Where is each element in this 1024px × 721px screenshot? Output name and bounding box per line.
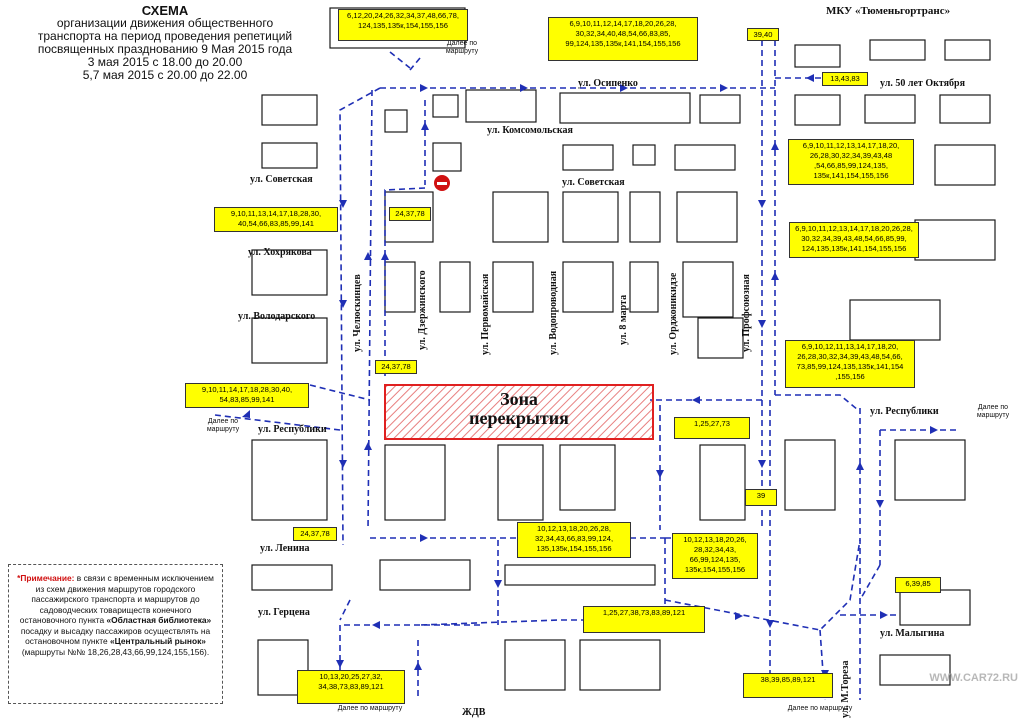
- street-label-chelyuskintsev: ул. Челюскинцев: [352, 274, 363, 352]
- zone-line2: перекрытия: [469, 408, 569, 428]
- street-label-osipenko: ул. Осипенко: [578, 78, 638, 89]
- route-box: 6,9,10,11,12,13,14,17,18,20,26,28, 30,32…: [789, 222, 919, 258]
- street-label-vodoprovodnaya: ул. Водопроводная: [548, 270, 559, 355]
- route-box: 6,39,85: [895, 577, 941, 593]
- route-box: 6,9,10,11,12,14,17,18,20,26,28, 30,32,34…: [548, 17, 698, 61]
- route-box: 39: [745, 489, 777, 506]
- title-line: посвященных празднованию 9 Мая 2015 года: [37, 42, 293, 56]
- route-box: 24,37,78: [293, 527, 337, 541]
- street-label-profsoyuznaya: ул. Профсоюзная: [741, 274, 752, 352]
- street-label-sovetskaya-mid: ул. Советская: [562, 177, 625, 188]
- street-label-khokhryakova: ул. Хохрякова: [248, 247, 312, 258]
- map-title: СХЕМА организации движения общественного…: [0, 4, 330, 82]
- route-box: 13,43,83: [822, 72, 868, 86]
- street-label-8-marta: ул. 8 марта: [618, 294, 629, 345]
- organization-label: МКУ «Тюменьгортранс»: [826, 5, 951, 17]
- street-label-ordzhonikidze: ул. Орджоникидзе: [668, 272, 679, 355]
- route-box: 6,9,10,12,11,13,14,17,18,20, 26,28,30,32…: [785, 340, 915, 388]
- street-label-komsomolskaya: ул. Комсомольская: [487, 125, 573, 136]
- route-box: 6,12,20,24,26,32,34,37,48,66,78, 124,135…: [338, 9, 468, 41]
- street-label-malygina: ул. Малыгина: [880, 628, 945, 639]
- note-text: (маршруты №№ 18,26,28,43,66,99,124,155,1…: [21, 646, 210, 657]
- note-heading: *Примечание:: [17, 573, 75, 583]
- route-box: 9,10,11,13,14,17,18,28,30, 40,54,66,83,8…: [214, 207, 338, 232]
- street-label-gertsena: ул. Герцена: [258, 607, 310, 618]
- further-route-left: Далее по маршруту: [206, 418, 240, 433]
- note-stop-tsentralny-rynok: «Центральный рынок»: [110, 636, 206, 646]
- title-line: транспорта на период проведения репетици…: [37, 29, 293, 43]
- no-entry-icon: [434, 175, 450, 191]
- note-text: посадку и высадку пассажиров осуществлят…: [20, 625, 211, 647]
- route-box: 10,13,20,25,27,32, 34,38,73,83,89,121: [297, 670, 405, 704]
- route-box: 38,39,85,89,121: [743, 673, 833, 698]
- title-line: 3 мая 2015 с 18.00 до 20.00: [87, 55, 243, 69]
- route-box: 10,12,13,18,20,26, 28,32,34,43, 66,99,12…: [672, 533, 758, 579]
- street-label-dzerzhinskogo: ул. Дзержинского: [417, 270, 428, 350]
- route-box: 9,10,11,14,17,18,28,30,40, 54,83,85,99,1…: [185, 383, 309, 408]
- route-box: 1,25,27,38,73,83,89,121: [583, 606, 705, 633]
- street-label-respubliki-left: ул. Республики: [258, 424, 327, 435]
- street-label-pervomayskaya: ул. Первомайская: [480, 273, 491, 355]
- route-box: 39,40: [747, 28, 779, 41]
- closure-zone-label: Зона перекрытия: [385, 385, 653, 439]
- route-box: 24,37,78: [375, 360, 417, 374]
- street-label-50-let-oktyabrya: ул. 50 лет Октября: [880, 78, 966, 89]
- zone-line1: Зона: [500, 389, 538, 409]
- city-blocks: [251, 7, 996, 696]
- route-box: 10,12,13,18,20,26,28, 32,34,43,66,83,99,…: [517, 522, 631, 558]
- further-route-right: Далее по маршруту: [976, 404, 1010, 419]
- street-label-zhdv: ЖДВ: [462, 707, 486, 718]
- watermark: WWW.CAR72.RU: [929, 672, 1018, 684]
- route-box: 6,9,10,11,12,13,14,17,18,20, 26,28,30,32…: [788, 139, 914, 185]
- street-label-lenina: ул. Ленина: [260, 543, 310, 554]
- title-line: 5,7 мая 2015 с 20.00 до 22.00: [82, 68, 248, 82]
- further-route-bottom-left: Далее по маршруту: [337, 705, 403, 712]
- further-route-top: Далее по маршруту: [445, 40, 479, 55]
- title-line: организации движения общественного: [56, 16, 274, 30]
- street-label-volodarskogo: ул. Володарского: [238, 311, 316, 322]
- route-box: 1,25,27,73: [674, 417, 750, 439]
- street-label-respubliki-right: ул. Республики: [870, 406, 939, 417]
- further-route-bottom-right: Далее по маршруту: [787, 705, 853, 712]
- closure-zone: [384, 384, 654, 440]
- note-text: в связи с временным исключением из схем …: [19, 573, 214, 625]
- note-stop-oblastnaya-biblioteka: «Областная библиотека»: [106, 615, 212, 625]
- title-main: СХЕМА: [141, 3, 189, 18]
- route-box: 24,37,78: [389, 207, 431, 221]
- street-label-sovetskaya-left: ул. Советская: [250, 174, 313, 185]
- note-box: *Примечание: в связи с временным исключе…: [8, 564, 223, 704]
